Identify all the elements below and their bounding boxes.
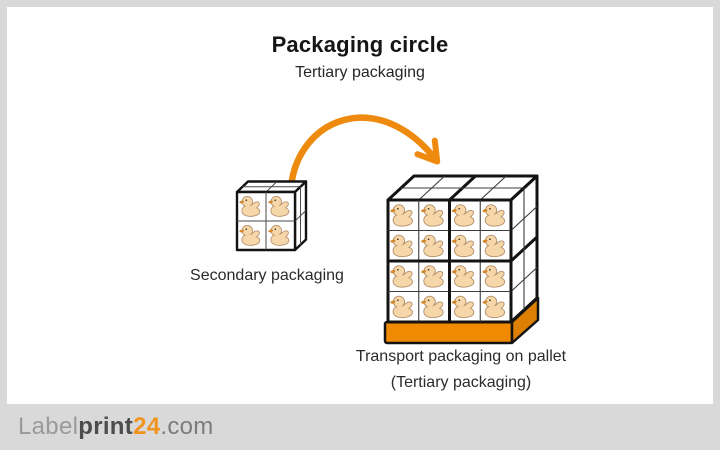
page-title: Packaging circle (271, 32, 449, 57)
tertiary-packaging-label-line1: Transport packaging on pallet (355, 348, 567, 365)
pallet (383, 296, 540, 345)
footer-bar: Labelprint24.com (0, 404, 720, 450)
page-subtitle: Tertiary packaging (295, 64, 425, 81)
canvas (7, 7, 713, 404)
logo-part-24: 24 (133, 413, 161, 440)
labelprint24-logo: Labelprint24.com (18, 413, 214, 441)
logo-part-com: .com (160, 413, 214, 440)
tertiary-packaging-label: Transport packaging on pallet (Tertiary … (306, 344, 616, 396)
curved-arrow (287, 114, 441, 191)
pallet-front-face (383, 320, 514, 345)
logo-part-print: print (78, 413, 134, 440)
pallet-stack (386, 174, 539, 324)
secondary-box (235, 180, 308, 252)
secondary-packaging-label: Secondary packaging (190, 267, 344, 284)
logo-part-label: Label (18, 413, 79, 440)
tertiary-packaging-label-line2: (Tertiary packaging) (390, 374, 532, 391)
